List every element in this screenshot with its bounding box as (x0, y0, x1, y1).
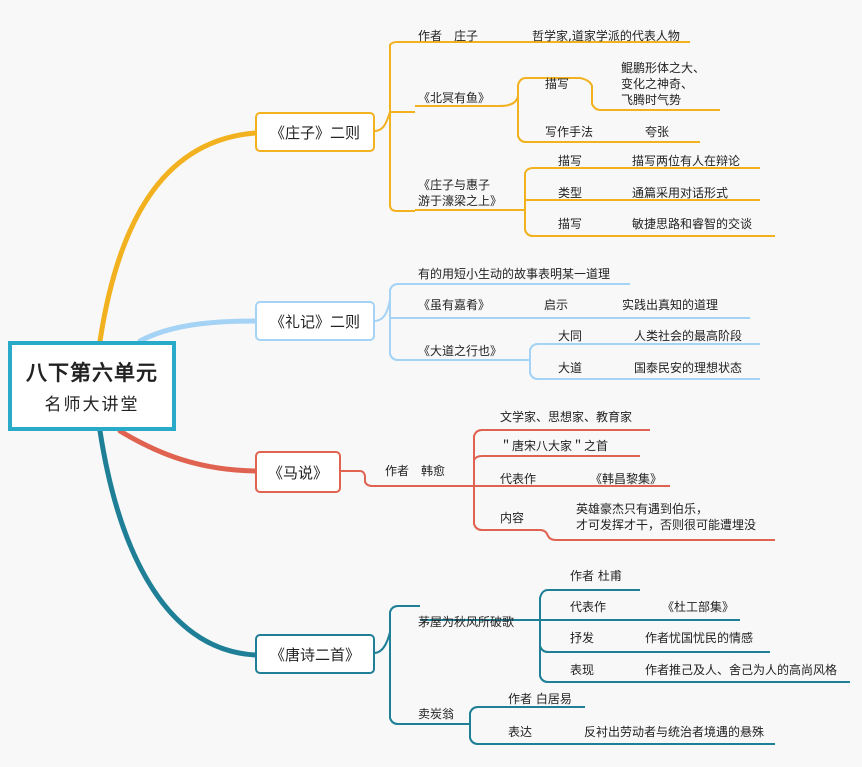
mashuo-content-label: 内容 (500, 511, 525, 525)
beiming-method-text: 夸张 (645, 125, 670, 139)
mashuo-works-text: 《韩昌黎集》 (590, 472, 663, 486)
maowu-show-label: 表现 (570, 663, 595, 677)
zhuangzi-title: 《庄子》二则 (269, 123, 360, 142)
huizi-title: 《庄子与惠子 游于濠梁之上》 (418, 178, 503, 208)
mashuo-title: 《马说》 (267, 463, 328, 482)
maitan-title: 卖炭翁 (418, 707, 455, 721)
maowu-works-label: 代表作 (570, 600, 607, 614)
dadao-title: 《大道之行也》 (418, 344, 503, 358)
branch-tangshi (97, 428, 258, 658)
tangshi-node: 《唐诗二首》 (255, 634, 375, 674)
root-title: 八下第六单元 (26, 361, 158, 385)
jiayao-text: 实践出真知的道理 (622, 298, 719, 312)
branch-mashuo (117, 428, 258, 474)
maitan-author: 作者 白居易 (508, 692, 572, 706)
maowu-title: 茅屋为秋风所破歌 (418, 615, 515, 629)
mashuo-lines (340, 429, 775, 541)
dadao-row-1-text: 人类社会的最高阶段 (634, 329, 743, 343)
mashuo-identity: 文学家、思想家、教育家 (500, 410, 633, 424)
mashuo-content-text: 英雄豪杰只有遇到伯乐， 才可发挥才干，否则很可能遭埋没 (576, 502, 757, 532)
root-node: 八下第六单元 名师大讲堂 (8, 341, 176, 431)
maitan-express-text: 反衬出劳动者与统治者境遇的悬殊 (584, 725, 765, 739)
jiayao-title: 《虽有嘉肴》 (418, 298, 491, 312)
maowu-works-text: 《杜工部集》 (662, 600, 735, 614)
maowu-express-label: 抒发 (570, 631, 595, 645)
liji-summary: 有的用短小生动的故事表明某一道理 (418, 267, 611, 281)
tangshi-title: 《唐诗二首》 (269, 645, 360, 664)
maitan-express-label: 表达 (508, 725, 533, 739)
liji-lines (373, 283, 760, 380)
huizi-row-1-label: 描写 (558, 154, 583, 168)
beiming-desc-text: 鲲鹏形体之大、 变化之神奇、 飞腾时气势 (621, 61, 706, 107)
mashuo-tangsong: ＂唐宋八大家＂之首 (500, 439, 609, 453)
maowu-express-text: 作者忧国忧民的情感 (645, 631, 754, 645)
huizi-row-3-label: 描写 (558, 217, 583, 231)
branch-zhuangzi (97, 130, 258, 344)
branch-liji (137, 318, 258, 344)
huizi-row-3-text: 敏捷思路和睿智的交谈 (632, 217, 753, 231)
huizi-row-2-text: 通篇采用对话形式 (632, 186, 729, 200)
mashuo-works-label: 代表作 (500, 472, 537, 486)
mashuo-node: 《马说》 (255, 451, 341, 493)
dadao-row-1-label: 大同 (558, 329, 583, 343)
beiming-title: 《北冥有鱼》 (418, 91, 491, 105)
maowu-show-text: 作者推己及人、舍己为人的高尚风格 (645, 663, 838, 677)
maowu-author: 作者 杜甫 (570, 569, 622, 583)
beiming-desc-label: 描写 (545, 77, 570, 91)
liji-title: 《礼记》二则 (269, 312, 360, 331)
root-subtitle: 名师大讲堂 (44, 395, 140, 415)
huizi-row-1-text: 描写两位有人在辩论 (632, 154, 741, 168)
liji-node: 《礼记》二则 (255, 301, 375, 341)
tangshi-lines (373, 589, 850, 745)
jiayao-label: 启示 (544, 298, 569, 312)
dadao-row-2-label: 大道 (558, 361, 583, 375)
mashuo-author: 作者 韩愈 (385, 464, 446, 478)
zhuangzi-author-label: 作者 庄子 (418, 29, 479, 43)
beiming-method-label: 写作手法 (545, 125, 594, 139)
zhuangzi-author-desc: 哲学家,道家学派的代表人物 (532, 29, 680, 43)
zhuangzi-node: 《庄子》二则 (255, 112, 375, 152)
dadao-row-2-text: 国泰民安的理想状态 (634, 361, 743, 375)
zhuangzi-lines (373, 41, 775, 237)
huizi-row-2-label: 类型 (558, 186, 583, 200)
